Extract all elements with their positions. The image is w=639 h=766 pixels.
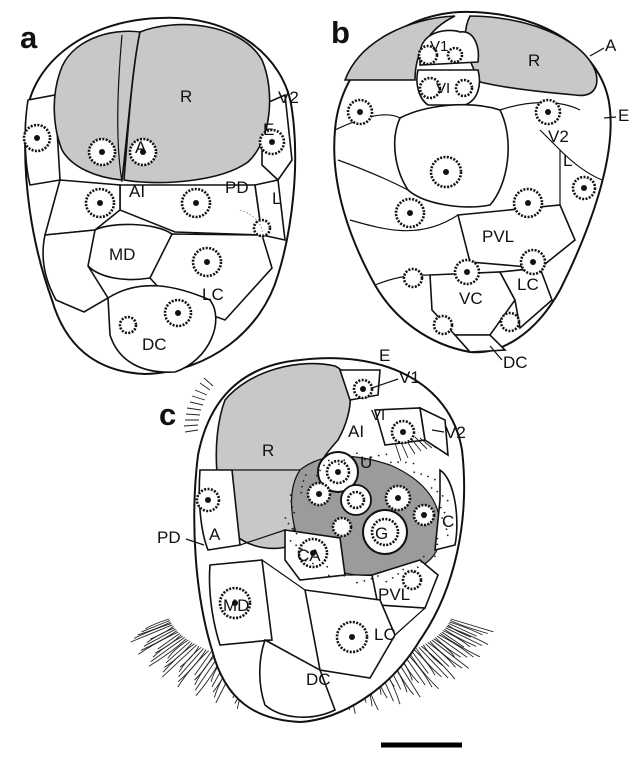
panel-c-letter: c (159, 397, 176, 432)
panel-c-label-ai: AI (348, 422, 364, 441)
panel-c-label-pd: PD (157, 528, 181, 547)
panel-c-label-a: A (209, 525, 221, 544)
panel-a-label-ai: AI (129, 182, 145, 201)
panel-c-label-v1: V1 (399, 368, 420, 387)
panel-c-label-u: U (360, 453, 372, 472)
panel-b-label-vc: VC (459, 289, 483, 308)
panel-a-label-a: A (135, 138, 147, 157)
panel-c-label-g: G (375, 524, 388, 543)
panel-b-label-vi: VI (436, 80, 450, 97)
panel-c-label-lc: LC (374, 625, 396, 644)
panel-b-label-a: A (605, 36, 617, 55)
panel-a-label-lc: LC (202, 285, 224, 304)
panel-c-label-v2: V2 (445, 423, 466, 442)
panel-b-label-pvl: PVL (482, 227, 514, 246)
panel-a-label-r: R (180, 87, 192, 106)
panel-c-label-vi: VI (371, 407, 385, 424)
panel-c: c (131, 346, 494, 722)
panel-a-label-l: L (272, 189, 281, 208)
panel-b-letter: b (331, 15, 350, 50)
panel-a-label-v2: V2 (278, 88, 299, 107)
panel-a-label-dc: DC (142, 335, 167, 354)
panel-b-label-r: R (528, 51, 540, 70)
panel-b-label-v2: V2 (548, 127, 569, 146)
panel-a-label-e: E (263, 120, 274, 139)
panel-c-label-pvl: PVL (378, 585, 410, 604)
panel-b-label-dc: DC (503, 353, 528, 372)
panel-b-label-e: E (618, 106, 629, 125)
panel-b-label-lc: LC (517, 275, 539, 294)
panel-a: a R V2 E A (20, 18, 299, 374)
panel-b-label-l: L (563, 151, 572, 170)
panel-c-label-md: MD (223, 596, 249, 615)
panel-b: b V1 V (331, 12, 629, 372)
panel-b-leader-a (590, 48, 604, 56)
panel-b-label-v1: V1 (430, 38, 448, 55)
panel-c-label-c: C (442, 512, 454, 531)
panel-a-label-md: MD (109, 245, 135, 264)
panel-c-label-ca: CA (297, 546, 321, 565)
panel-c-label-r: R (262, 441, 274, 460)
panel-a-letter: a (20, 20, 38, 55)
panel-a-label-pd: PD (225, 178, 249, 197)
panel-c-label-dc: DC (306, 670, 331, 689)
panel-b-cell-center (395, 105, 508, 207)
panel-c-label-e: E (379, 346, 390, 365)
